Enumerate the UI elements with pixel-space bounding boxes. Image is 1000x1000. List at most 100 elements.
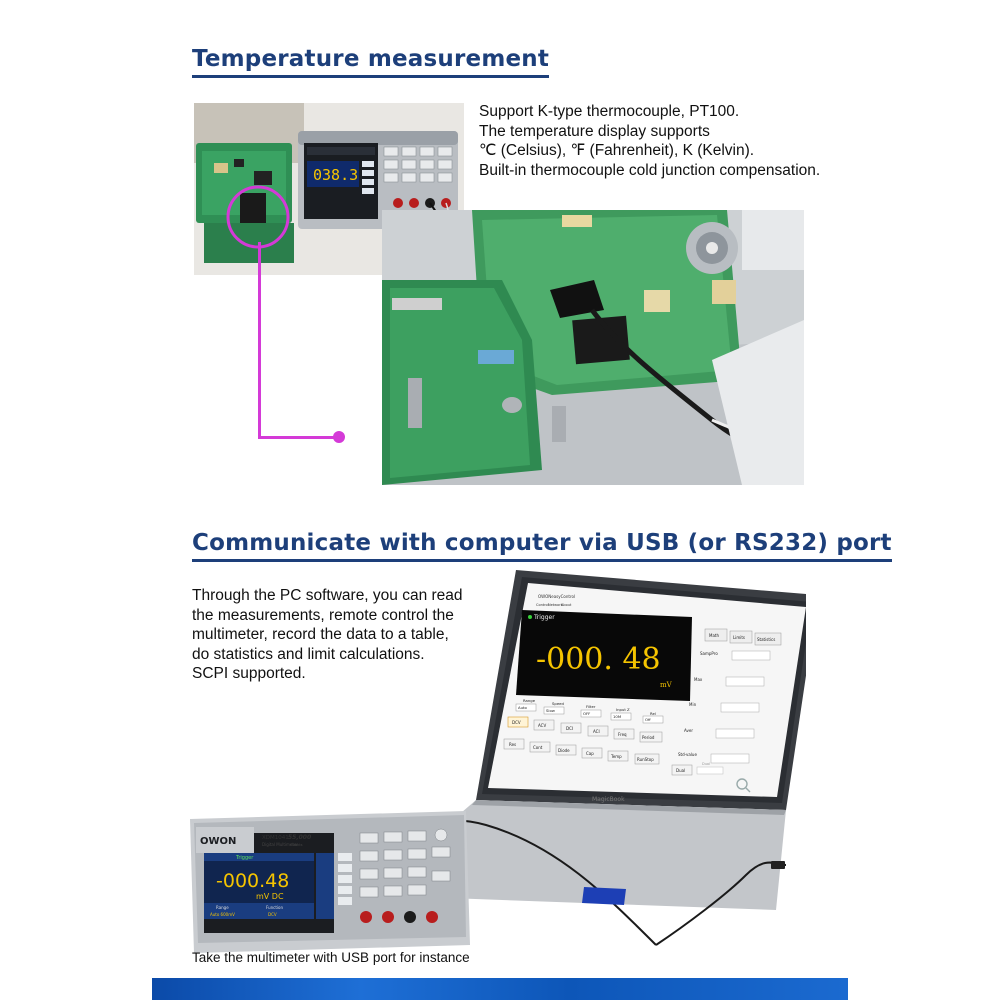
range-label: Range	[523, 698, 536, 703]
multimeter-device: OWON OWON XDM1041 Digital Multimeter 55,…	[190, 811, 470, 953]
laptop-multimeter-scene: MagicBook OWONeasyControl Control Networ…	[186, 565, 818, 955]
temp-button-label: Temp	[610, 754, 622, 759]
meter-temp-reading: 038.3	[313, 166, 358, 184]
meter-softkeys[interactable]	[338, 853, 352, 905]
speed-value: Slow	[546, 708, 555, 713]
runstop-button[interactable]	[634, 753, 660, 765]
rel-label: Rel	[650, 711, 656, 716]
meter-reading: -000.48	[216, 870, 289, 892]
meter-footer-left: Range	[216, 905, 229, 910]
meter-keypad[interactable]	[359, 830, 451, 898]
cap-button-label: Cap	[586, 751, 594, 756]
description-line: the measurements, remote control the	[192, 606, 454, 624]
software-window: OWONeasyControl Control Network About Tr…	[503, 594, 782, 793]
temperature-description: Support K-type thermocouple, PT100. The …	[479, 102, 820, 180]
freq-button[interactable]	[613, 728, 635, 740]
power-button[interactable]	[434, 828, 448, 842]
board-closeup-illustration	[382, 210, 804, 485]
statistics-button[interactable]	[754, 632, 782, 646]
multimeter-thermocouple-illustration: 038.3	[194, 103, 464, 275]
description-line: The temperature display supports	[479, 122, 710, 140]
menu-control[interactable]: Control	[536, 603, 549, 607]
temp-button[interactable]	[607, 750, 629, 762]
description-line: Through the PC software, you can read	[192, 587, 463, 604]
photo-caption: Take the multimeter with USB port for in…	[192, 950, 470, 965]
meter-model: XDM1041	[262, 835, 289, 841]
dci-button-label: DCI	[566, 726, 573, 731]
dual-button-label: Dual	[676, 768, 685, 773]
connector-dot	[333, 431, 345, 443]
aci-button-label: ACI	[593, 729, 600, 734]
stat-label-aver: Aver	[684, 728, 693, 733]
stat-label-max: Max	[694, 677, 703, 682]
connector-line-horizontal	[258, 436, 338, 439]
range-value: Auto	[518, 705, 527, 710]
dcv-button[interactable]	[507, 716, 529, 728]
statistics-button-label: Statistics	[757, 637, 775, 642]
meter-footer-left-val: Auto 600mV	[210, 912, 235, 917]
dual-select[interactable]	[696, 766, 724, 775]
meter-model-sub: Digital Multimeter	[262, 842, 298, 847]
meter-brand-plate: OWON	[200, 836, 236, 847]
menu-network[interactable]: Network	[548, 603, 564, 607]
description-line: SCPI supported.	[192, 665, 306, 683]
meter-trigger: Trigger	[235, 855, 254, 861]
range-select[interactable]	[515, 703, 537, 712]
meter-footer-right: Function	[266, 905, 283, 910]
speed-select[interactable]	[543, 706, 565, 715]
aci-button[interactable]	[587, 725, 609, 737]
math-button-label: Math	[709, 633, 719, 638]
cap-button[interactable]	[581, 747, 603, 759]
heading-underline	[192, 559, 892, 562]
laptop-multimeter-illustration: MagicBook OWONeasyControl Control Networ…	[190, 570, 818, 953]
laptop-brand: MagicBook	[592, 796, 625, 803]
section-heading-temperature: Temperature measurement	[192, 46, 550, 78]
acv-button[interactable]	[533, 719, 555, 731]
filter-label: Filter	[586, 704, 596, 709]
limits-button[interactable]	[729, 630, 753, 644]
stat-label-std: Std-value	[678, 752, 697, 757]
filter-select[interactable]	[580, 709, 602, 718]
thermocouple-closeup-photo	[382, 210, 804, 485]
acv-button-label: ACV	[538, 723, 546, 728]
period-button[interactable]	[639, 731, 663, 743]
section-heading-communication: Communicate with computer via USB (or RS…	[192, 530, 892, 562]
filter-value: OFF	[583, 711, 590, 716]
meter-counts: 55,000	[288, 834, 311, 841]
rel-value: Off	[645, 717, 651, 722]
inputz-value: 10M	[613, 714, 621, 719]
software-reading: -000. 48	[536, 642, 661, 677]
description-line: Support K-type thermocouple, PT100.	[479, 103, 740, 120]
meter-counts-sub: Counts	[290, 843, 303, 847]
meter-footer-right-val: DCV	[268, 912, 277, 917]
heading-underline	[192, 75, 550, 78]
res-button-label: Res	[509, 742, 516, 747]
stat-label-samppro: SampPro	[700, 651, 718, 656]
cont-button-label: Cont	[533, 745, 543, 750]
software-title: OWONeasyControl	[538, 594, 575, 599]
rel-select[interactable]	[642, 715, 664, 724]
limits-button-label: Limits	[733, 635, 745, 640]
zoom-icon[interactable]	[736, 778, 751, 793]
inputz-label: Input Z	[616, 707, 630, 712]
description-line: ℃ (Celsius), ℉ (Fahrenheit), K (Kelvin).	[479, 142, 755, 160]
connector-line-vertical	[258, 242, 261, 439]
description-line: do statistics and limit calculations.	[192, 645, 425, 663]
meter-unit: mV DC	[256, 892, 284, 901]
multimeter-thermocouple-photo: 038.3	[194, 103, 464, 275]
dual-select-label: Dual	[702, 762, 710, 766]
bottom-decorative-band	[152, 978, 848, 1000]
diode-button[interactable]	[555, 744, 577, 756]
dci-button[interactable]	[560, 722, 582, 734]
menu-about[interactable]: About	[561, 603, 572, 607]
software-trigger-label: Trigger	[533, 614, 555, 621]
software-unit: mV	[660, 681, 673, 689]
stat-label-min: Min	[689, 702, 697, 707]
dual-button[interactable]	[671, 764, 693, 776]
math-button[interactable]	[704, 628, 728, 642]
res-button[interactable]	[503, 738, 525, 750]
description-line: multimeter, record the data to a table,	[192, 626, 449, 644]
cont-button[interactable]	[529, 741, 551, 753]
runstop-button-label: RunStop	[637, 757, 654, 762]
inputz-select[interactable]	[610, 712, 632, 721]
